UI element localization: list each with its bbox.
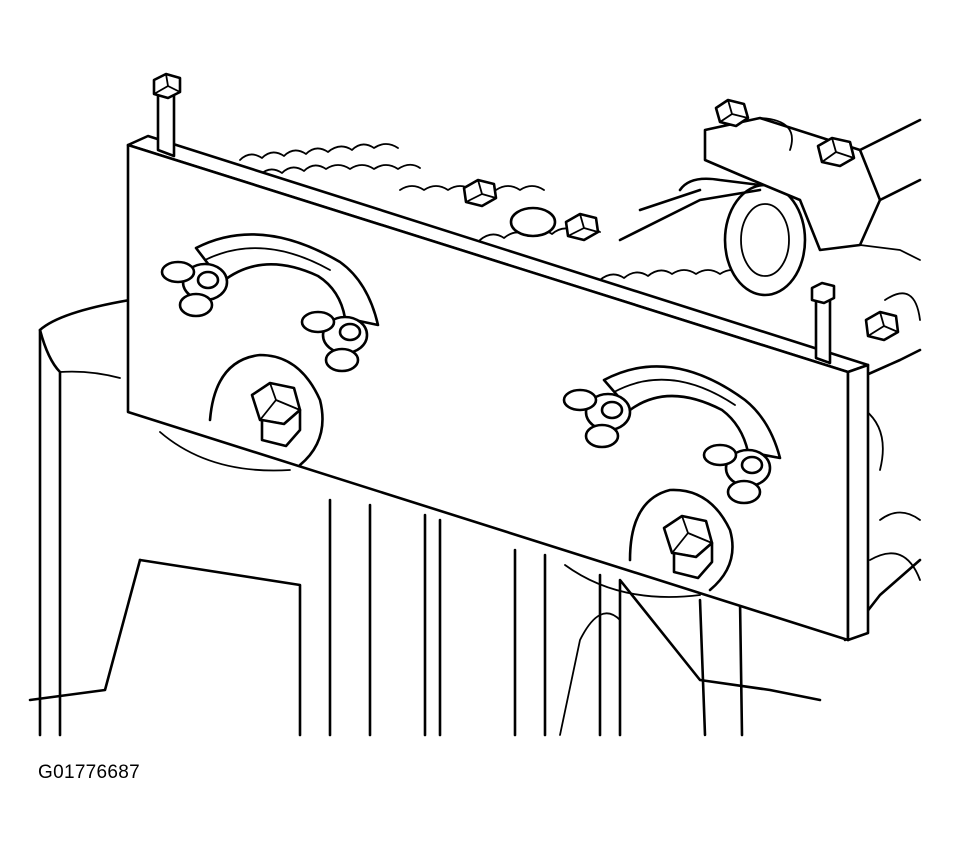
locating-pin-right	[810, 281, 836, 365]
locating-pin-left	[152, 72, 182, 158]
engine-block	[28, 292, 922, 737]
figure-id-label: G01776687	[38, 762, 141, 783]
tool-arm-left	[194, 233, 380, 327]
tool-arm-right	[602, 365, 782, 460]
wing-nut-1	[160, 260, 229, 318]
wing-nut-2	[300, 310, 369, 373]
sprocket-bolt-right	[564, 488, 734, 598]
wing-nut-4	[702, 443, 772, 505]
background-bolts	[462, 98, 900, 342]
camshaft-bearing-cap	[618, 116, 922, 297]
sprocket-bolt-left	[159, 353, 324, 472]
wing-nut-3	[562, 388, 632, 449]
